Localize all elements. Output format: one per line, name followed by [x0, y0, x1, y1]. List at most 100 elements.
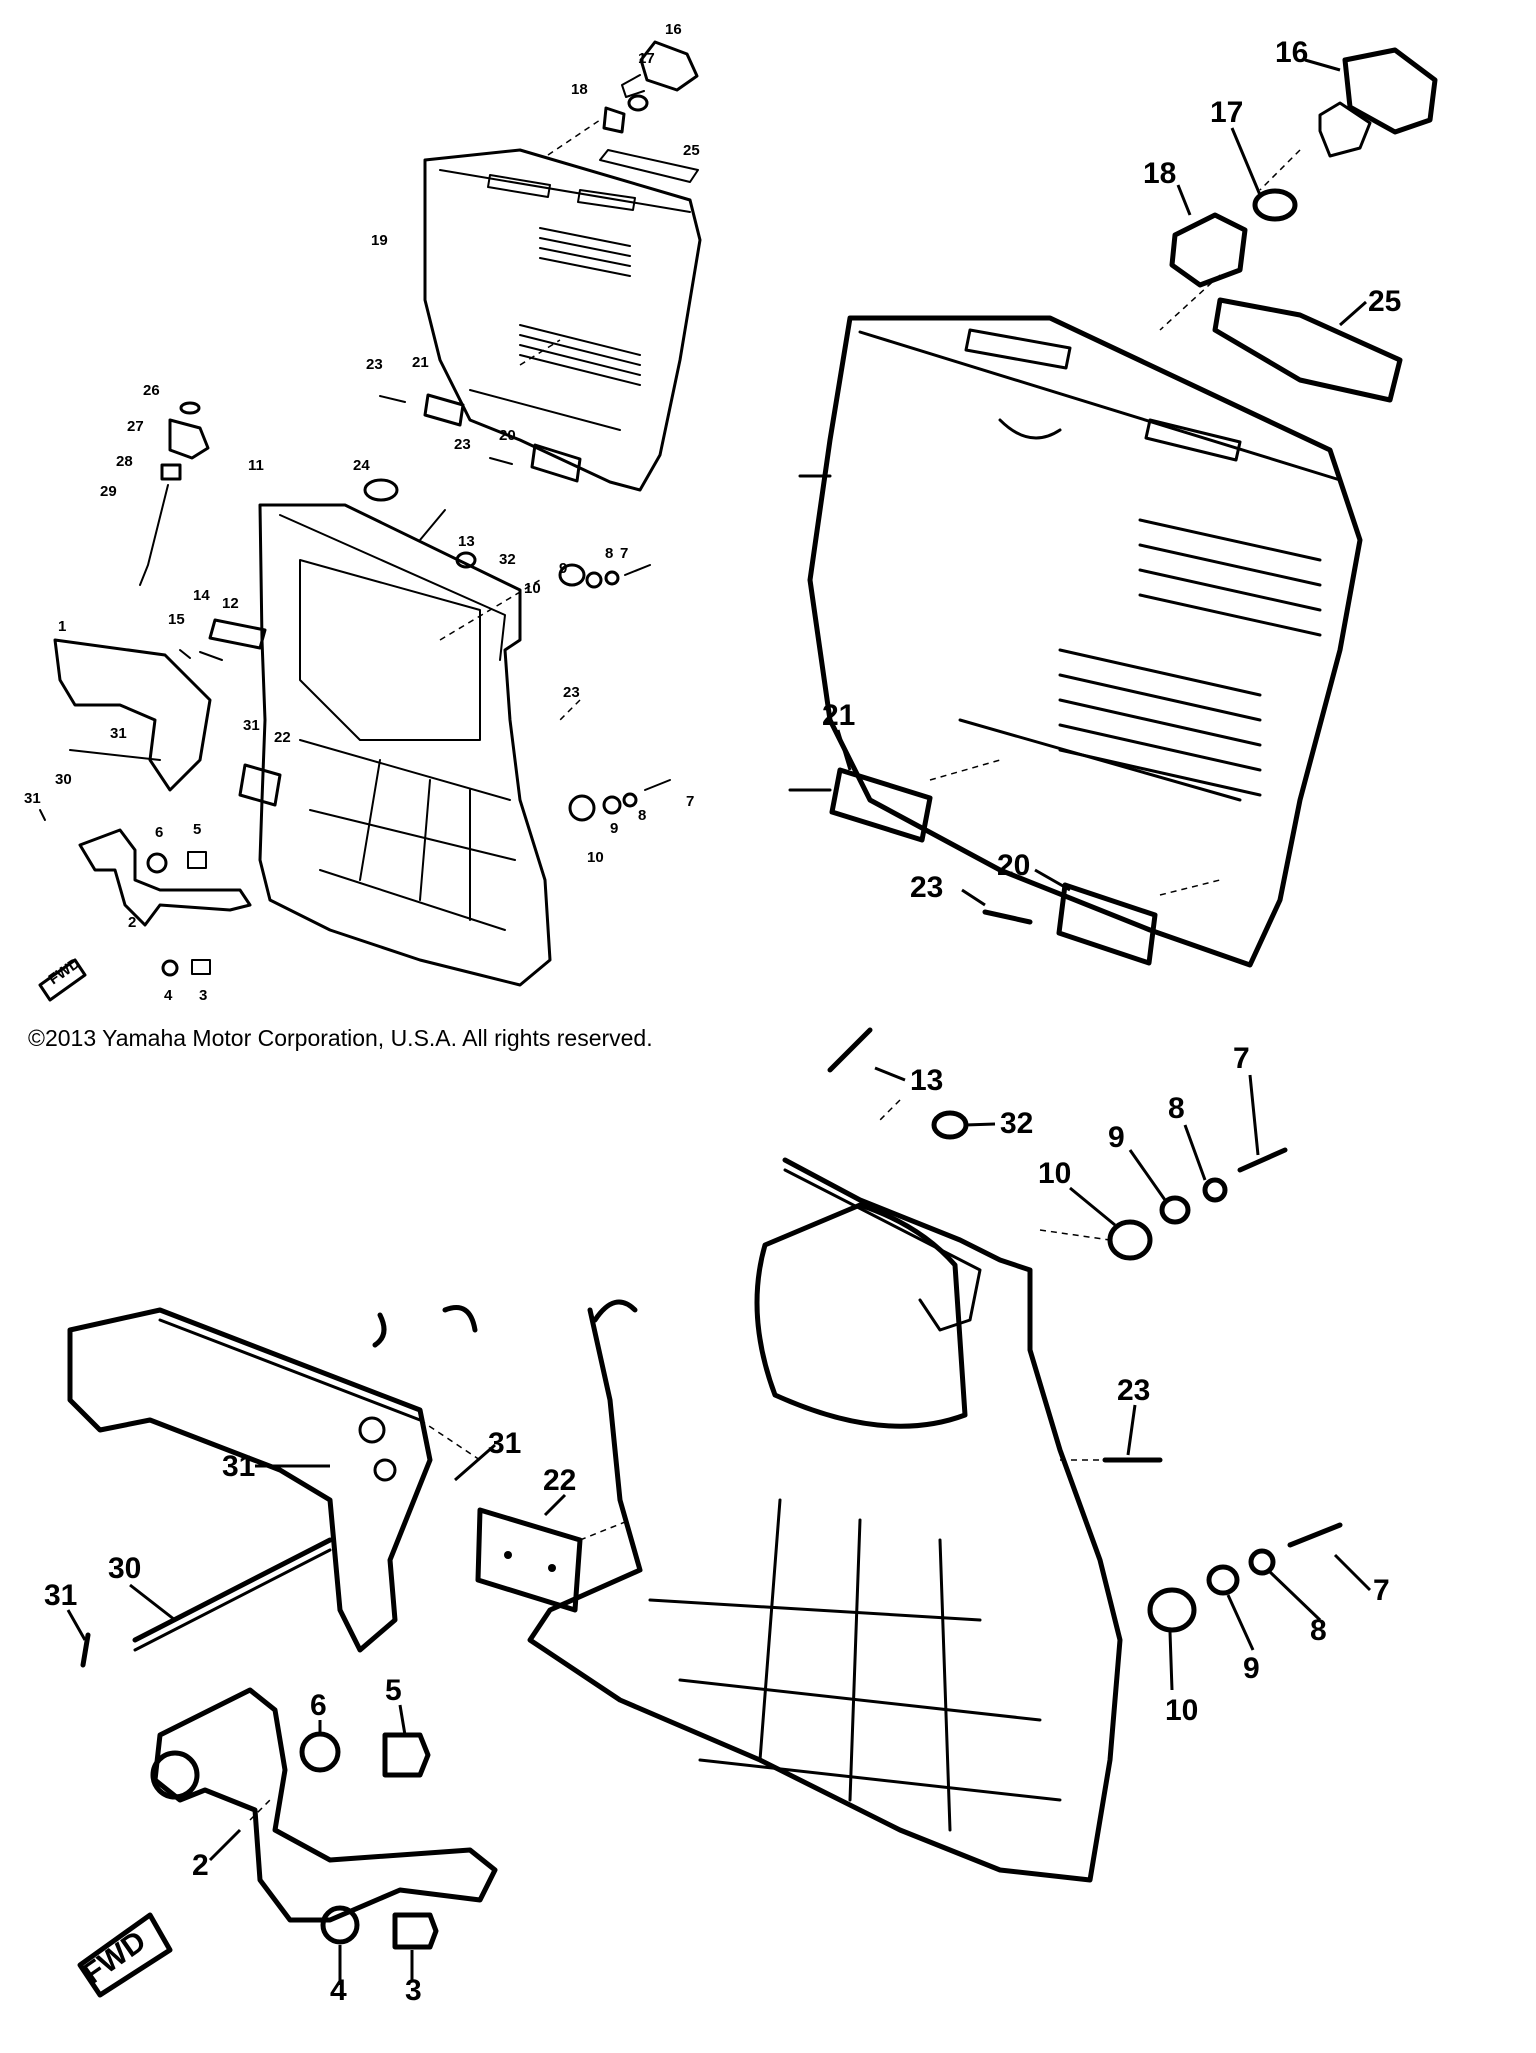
screw-part-23a	[379, 395, 406, 403]
gasket-detail-25	[1212, 297, 1403, 403]
callout-4: 4	[164, 987, 173, 1004]
nut-detail-18	[1169, 212, 1248, 288]
detail-callout-25: 25	[1368, 285, 1401, 318]
clip-part-14	[199, 651, 223, 661]
callout-18: 18	[571, 81, 588, 98]
washer-detail-17	[1252, 188, 1298, 222]
detail-callout-7b: 7	[1373, 1574, 1390, 1607]
cover-box-part-19	[423, 148, 702, 492]
detail-callout-5: 5	[385, 1674, 402, 1707]
arm-boss-detail	[150, 1750, 200, 1800]
overview-diagram	[38, 40, 702, 1002]
detail-callout-31b: 31	[488, 1427, 521, 1460]
callout-15: 15	[168, 611, 185, 628]
callout-22: 22	[274, 729, 291, 746]
callout-30: 30	[55, 771, 72, 788]
clip-part-5	[187, 851, 207, 869]
callout-1: 1	[58, 618, 66, 635]
callout-26: 26	[143, 382, 160, 399]
callout-7b: 7	[686, 793, 694, 810]
rod-detail-30-edge	[133, 1548, 332, 1652]
bracket-detail-1	[67, 1307, 433, 1653]
detail-callout-18: 18	[1143, 157, 1176, 190]
overview-labels: 1 2 3 4 5 6 7 8 9 10 11 12 13 14 15 16 1…	[24, 21, 700, 1004]
detail-callout-9b: 9	[1243, 1652, 1260, 1685]
copyright-notice: ©2013 Yamaha Motor Corporation, U.S.A. A…	[28, 1025, 653, 1051]
callout-23a: 23	[366, 356, 383, 373]
callout-31c: 31	[24, 790, 41, 807]
detail-callout-23c: 23	[1117, 1374, 1150, 1407]
callout-8b: 8	[638, 807, 646, 824]
detail-callout-31c: 31	[44, 1579, 77, 1612]
washer-part-17	[627, 94, 649, 112]
detail-callout-6: 6	[310, 1689, 327, 1722]
spacer-detail-9a	[1159, 1195, 1191, 1225]
callout-14: 14	[193, 587, 210, 604]
clip-detail-14	[372, 1305, 478, 1348]
detail-callout-22: 22	[543, 1464, 576, 1497]
louvers-lower	[1058, 648, 1262, 797]
box-notch	[998, 418, 1062, 440]
plate-part-12	[208, 618, 267, 650]
screw-detail-23b	[982, 909, 1033, 925]
bolt-part-7b	[644, 779, 671, 791]
callout-28: 28	[116, 453, 133, 470]
clip-detail-5	[382, 1732, 431, 1778]
box-rim-detail	[858, 330, 1342, 482]
bracket-detail-20	[1056, 882, 1158, 966]
callout-31b: 31	[243, 717, 260, 734]
pin-part-31a	[39, 809, 46, 821]
knob-stem-detail	[1318, 101, 1372, 158]
spacer-part-9b	[602, 795, 622, 815]
bracket-holes-detail	[358, 1416, 397, 1482]
callout-23c: 23	[563, 684, 580, 701]
detail-callout-9a: 9	[1108, 1121, 1125, 1154]
plate-detail-22	[475, 1507, 583, 1613]
callout-6: 6	[155, 824, 163, 841]
callout-5: 5	[193, 821, 201, 838]
vent-slot-a	[964, 328, 1072, 370]
washer-detail-6	[299, 1731, 341, 1773]
detail-callout-23: 23	[910, 871, 943, 904]
detail-callout-3: 3	[405, 1974, 422, 2007]
detail-callout-13: 13	[910, 1064, 943, 1097]
callout-13: 13	[458, 533, 475, 550]
callout-9: 9	[559, 560, 567, 577]
bolt-part-13	[419, 509, 446, 541]
detail-callout-32: 32	[1000, 1107, 1033, 1140]
callout-24: 24	[353, 457, 370, 474]
detail-callout-30: 30	[108, 1552, 141, 1585]
bolt-detail-7a	[1237, 1147, 1288, 1173]
callout-11: 11	[248, 457, 264, 474]
grommet-detail-32	[931, 1110, 969, 1140]
callout-2: 2	[128, 914, 136, 931]
bracket-part-1	[53, 638, 212, 792]
grommet-part-24	[363, 478, 399, 502]
callout-27: 27	[127, 418, 144, 435]
fitting-part-27	[168, 418, 210, 460]
screw-part-23b	[489, 457, 513, 465]
clip-part-3	[191, 959, 211, 975]
bracket-part-21	[423, 393, 465, 427]
callout-7: 7	[620, 545, 628, 562]
collar-detail-10a	[1107, 1219, 1153, 1261]
detail-callout-17: 17	[1210, 96, 1243, 129]
callout-17: 17	[638, 50, 655, 67]
bracket-detail-21	[829, 767, 933, 843]
fwd-arrow-small	[38, 958, 87, 1002]
clip-part-26	[179, 401, 201, 415]
detail-top-labels: 16 17 18 25 21 20 23	[822, 36, 1401, 907]
washer-part-8a	[604, 570, 620, 586]
callout-29: 29	[100, 483, 117, 500]
detail-callout-8b: 8	[1310, 1614, 1327, 1647]
louvers-upper	[1138, 518, 1322, 637]
housing-rim-detail	[783, 1168, 982, 1332]
detail-callout-4: 4	[330, 1974, 347, 2007]
fwd-label-small: FWD	[46, 955, 84, 989]
callout-31a: 31	[110, 725, 127, 742]
bracket-rim-detail	[158, 1318, 422, 1422]
callout-10: 10	[524, 580, 541, 597]
callout-3: 3	[199, 987, 207, 1004]
detail-callout-7a: 7	[1233, 1042, 1250, 1075]
detail-linkage	[67, 1305, 631, 1998]
